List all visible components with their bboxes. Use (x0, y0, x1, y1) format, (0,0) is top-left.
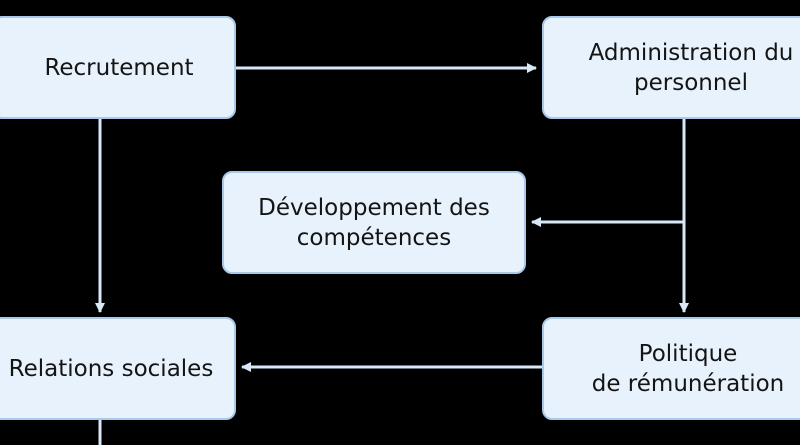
node-politique-label: Politique de rémunération (591, 340, 785, 397)
node-administration-du-personnel: Administration du personnel (542, 16, 800, 119)
node-developpement-des-competences: Développement des compétences (222, 171, 526, 274)
node-administration-label: Administration du personnel (588, 39, 794, 96)
node-developpement-label: Développement des compétences (258, 194, 490, 251)
node-recrutement: Recrutement (0, 16, 236, 119)
node-politique-de-remuneration: Politique de rémunération (542, 317, 800, 420)
node-relations-sociales: Relations sociales (0, 317, 236, 420)
node-recrutement-label: Recrutement (44, 54, 194, 81)
node-relations-label: Relations sociales (8, 355, 214, 382)
